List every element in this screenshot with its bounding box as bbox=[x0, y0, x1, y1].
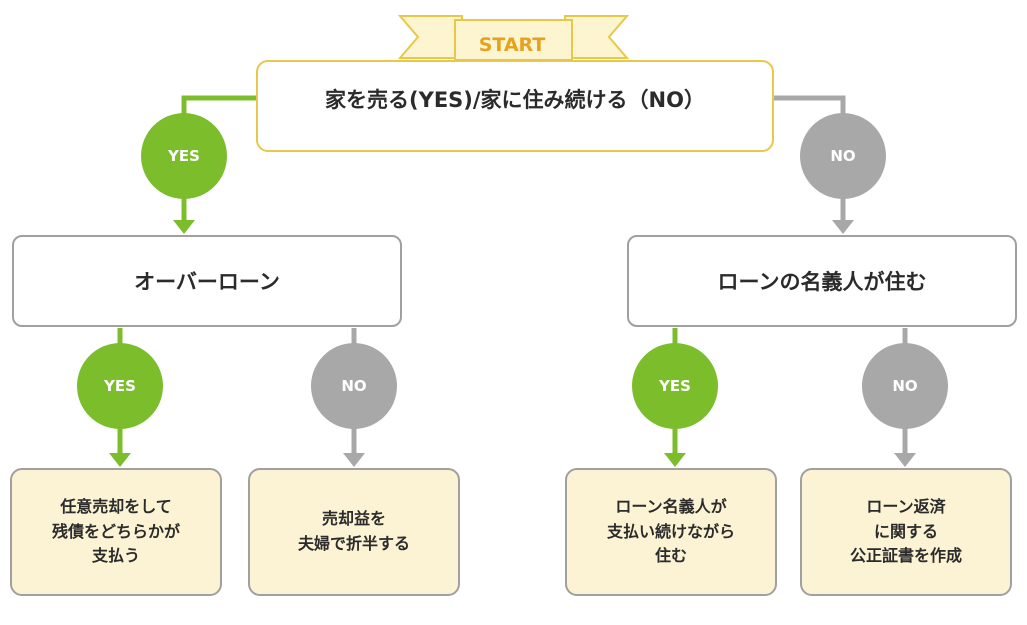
start-banner bbox=[397, 15, 630, 61]
left-yes-badge: YES bbox=[77, 343, 163, 429]
left-question-text: オーバーローン bbox=[134, 270, 280, 294]
arrow-top-no bbox=[832, 220, 854, 234]
right-question-box: ローンの名義人が住む bbox=[627, 235, 1017, 327]
result-text-3: ローン名義人が 支払い続けながら 住む bbox=[606, 496, 735, 566]
right-question-text: ローンの名義人が住む bbox=[717, 270, 927, 294]
left-no-badge: NO bbox=[311, 343, 397, 429]
result-text-2: 売却益を 夫婦で折半する bbox=[297, 509, 410, 553]
result-box-3: ローン名義人が 支払い続けながら 住む bbox=[565, 468, 777, 596]
top-no-badge: NO bbox=[800, 113, 886, 199]
left-question-box: オーバーローン bbox=[12, 235, 402, 327]
result-text-4: ローン返済 に関する 公正証書を作成 bbox=[849, 496, 962, 566]
arrow-left-no bbox=[343, 453, 365, 467]
arrow-right-no bbox=[894, 453, 916, 467]
arrow-left-yes bbox=[109, 453, 131, 467]
result-text-1: 任意売却をして 残債をどちらかが 支払う bbox=[51, 496, 180, 566]
top-question-text: 家を売る(YES)/家に住み続ける（NO） bbox=[325, 88, 705, 112]
arrow-top-yes bbox=[173, 220, 195, 234]
result-box-2: 売却益を 夫婦で折半する bbox=[248, 468, 460, 596]
arrow-right-yes bbox=[664, 453, 686, 467]
top-question-box: 家を売る(YES)/家に住み続ける（NO） bbox=[256, 60, 774, 152]
result-box-1: 任意売却をして 残債をどちらかが 支払う bbox=[10, 468, 222, 596]
start-label: START bbox=[478, 34, 546, 56]
result-box-4: ローン返済 に関する 公正証書を作成 bbox=[800, 468, 1012, 596]
right-yes-badge: YES bbox=[632, 343, 718, 429]
top-yes-badge: YES bbox=[141, 113, 227, 199]
right-no-badge: NO bbox=[862, 343, 948, 429]
